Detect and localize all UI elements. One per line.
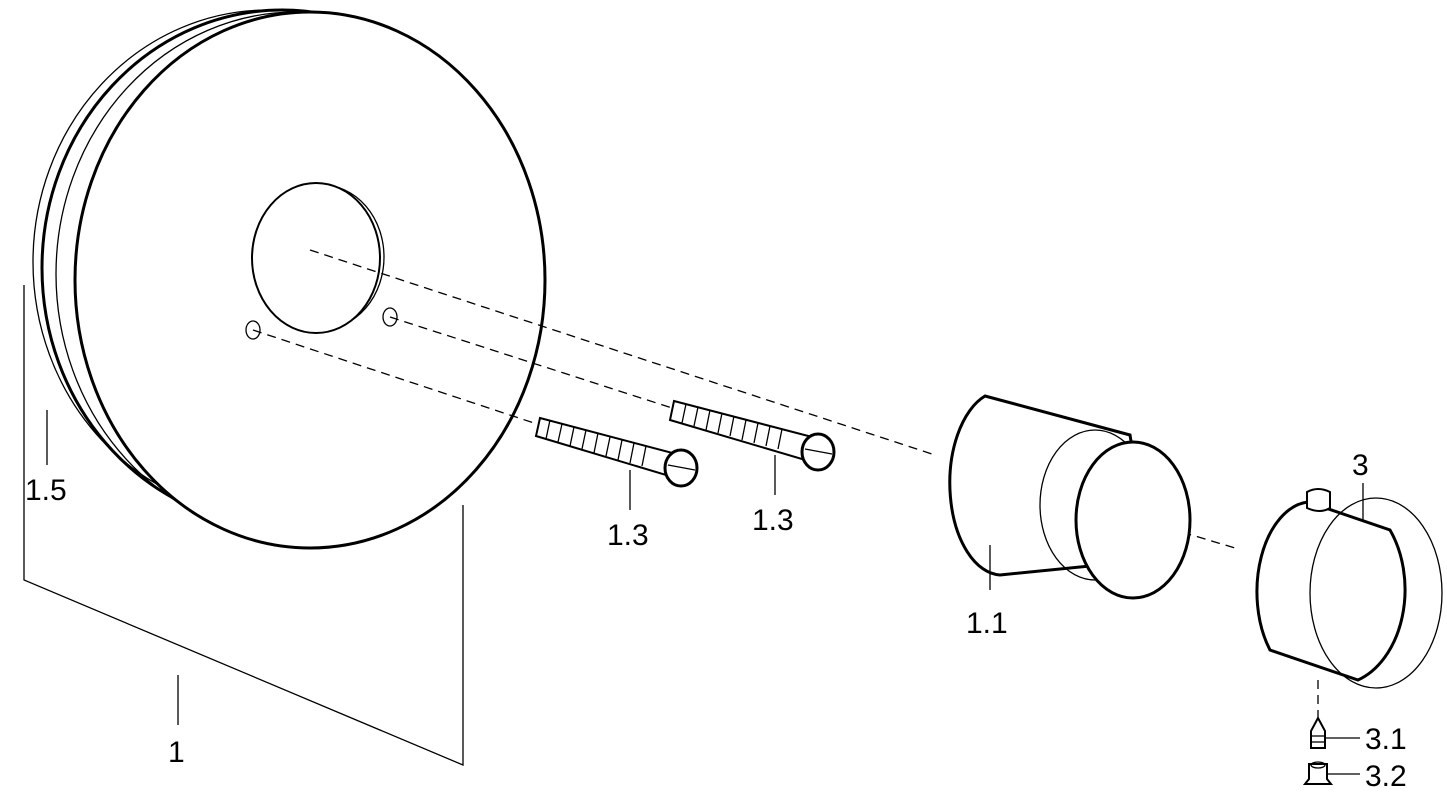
label-part-1-1: 1.1 (966, 607, 1008, 640)
sleeve (948, 394, 1192, 600)
grub-screw (1310, 715, 1326, 749)
cap (1302, 761, 1334, 785)
label-part-1: 1 (168, 736, 185, 769)
label-part-3: 3 (1352, 449, 1369, 482)
label-part-3-1: 3.1 (1365, 723, 1407, 756)
screw-b (668, 399, 836, 472)
label-part-1-3-a: 1.3 (607, 519, 649, 552)
knob (1255, 488, 1443, 689)
rosette-plate (32, 8, 547, 550)
label-part-1-3-b: 1.3 (752, 504, 794, 537)
label-part-3-2: 3.2 (1365, 760, 1407, 792)
label-part-1-5: 1.5 (25, 474, 67, 507)
screw-a (534, 416, 699, 488)
leader-lines (23, 285, 1364, 775)
